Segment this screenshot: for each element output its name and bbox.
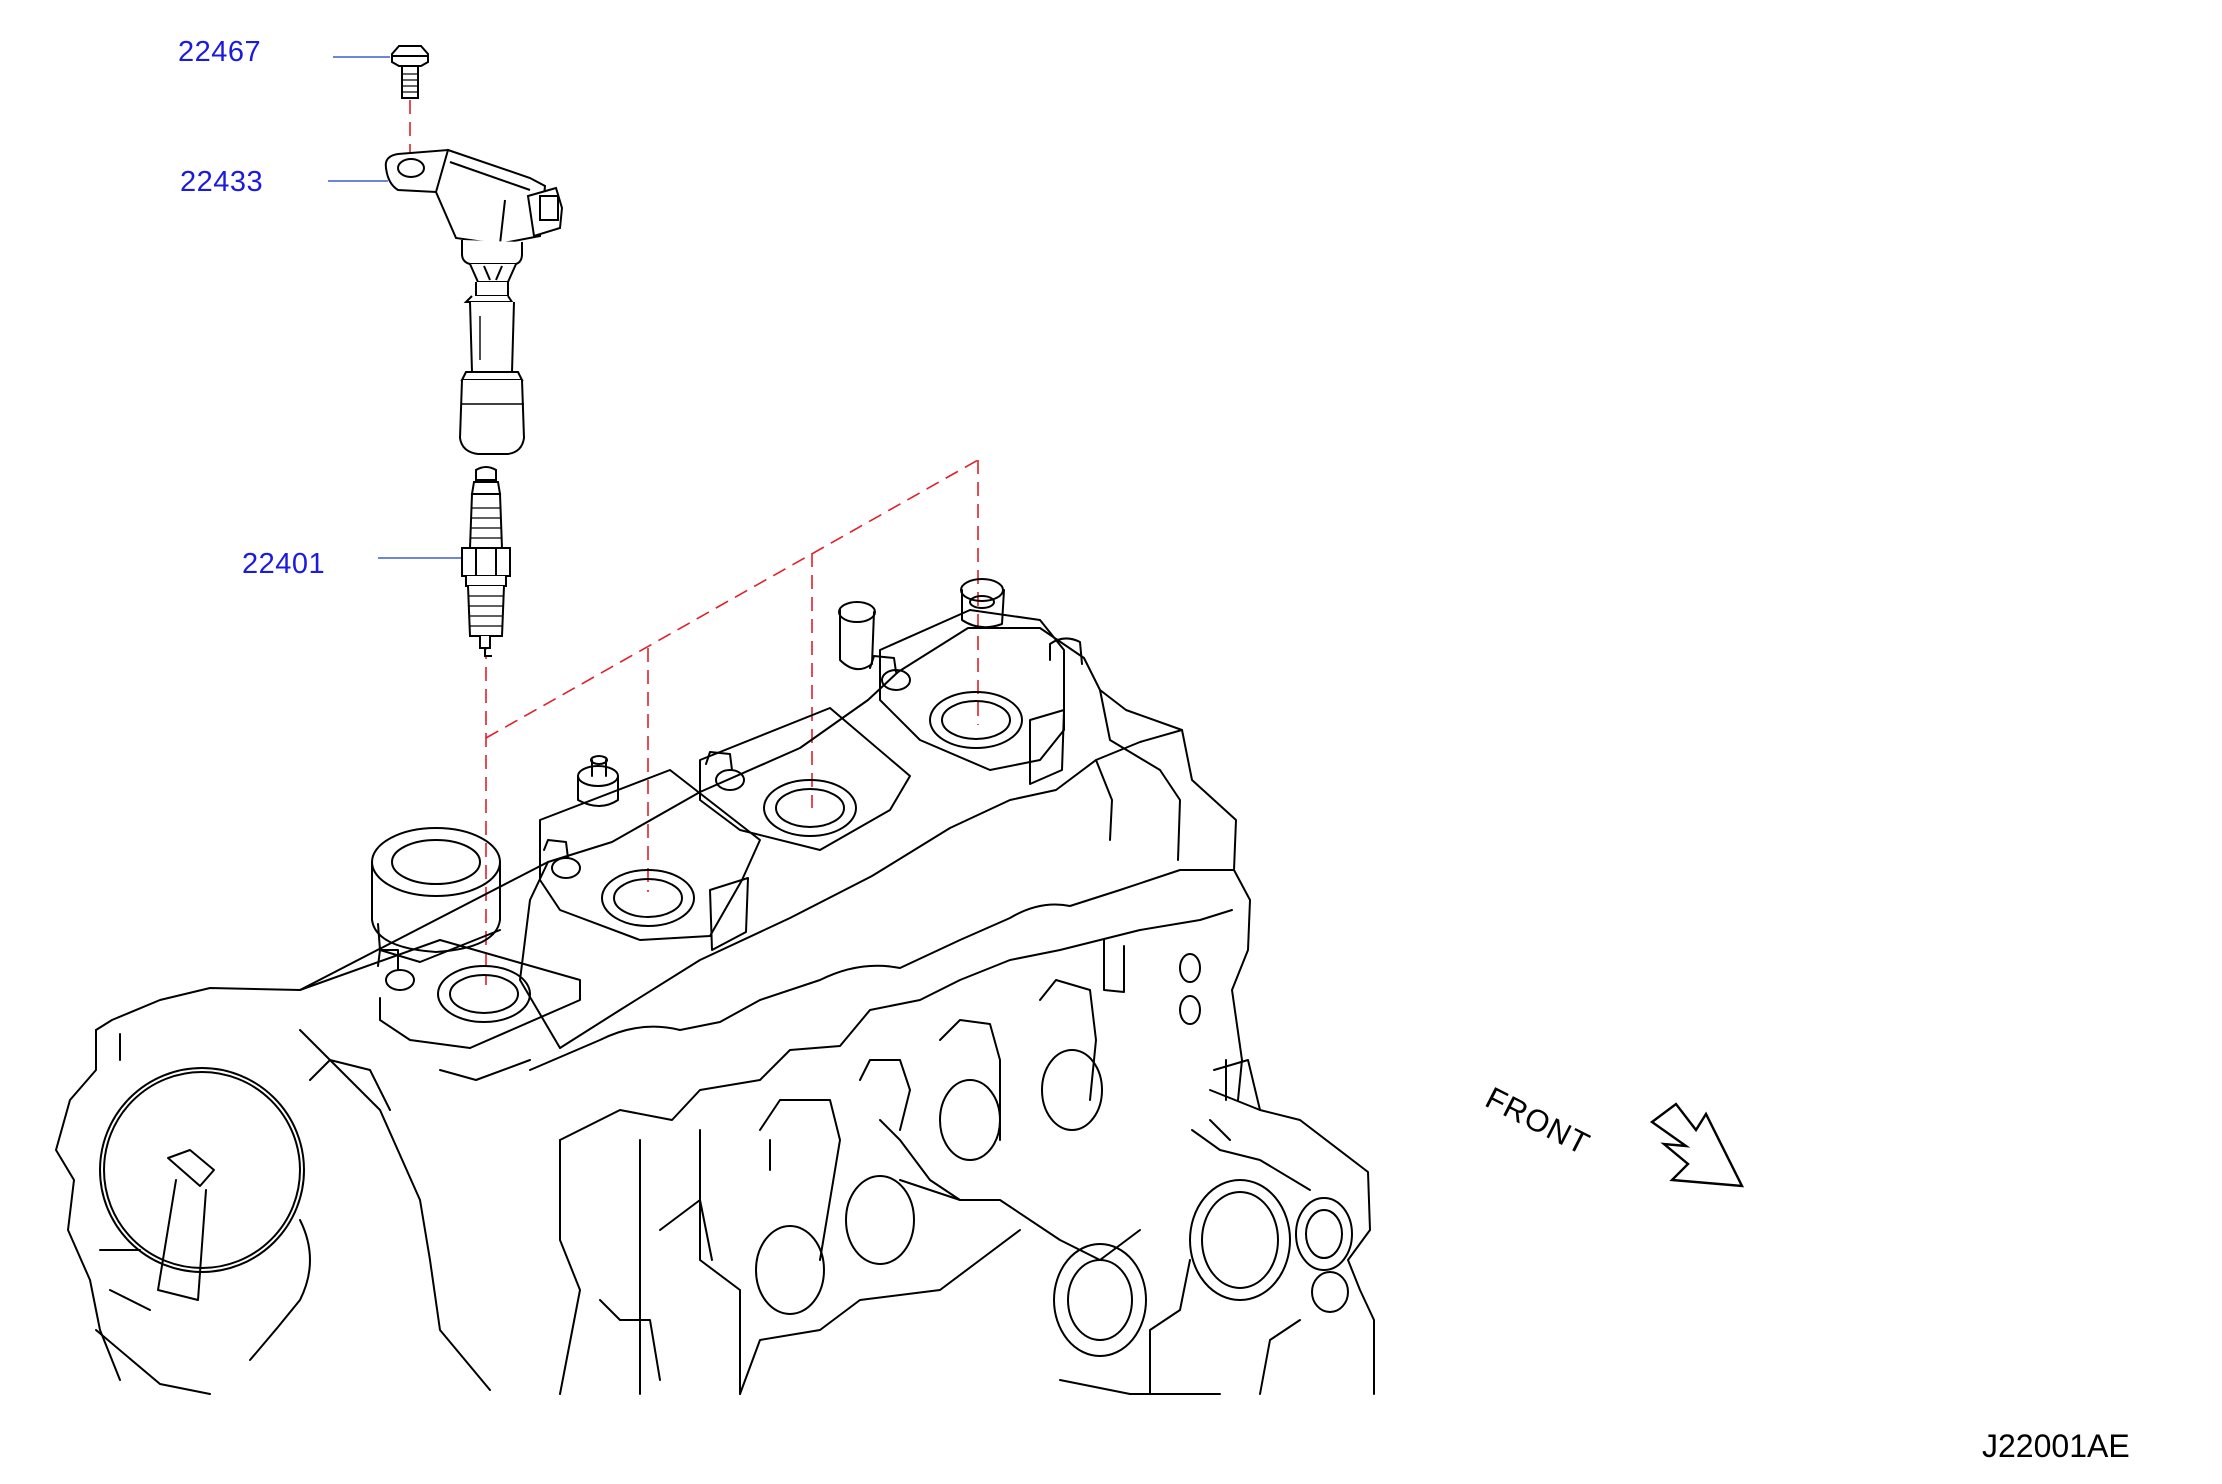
callout-22401[interactable]: 22401 (242, 548, 326, 580)
front-arrow-icon (1649, 1102, 1745, 1188)
ignition-coil-22433[interactable] (384, 148, 564, 455)
bolt-22467[interactable] (391, 45, 429, 99)
install-guide-lines (409, 100, 979, 985)
engine-cylinder-head (55, 578, 1375, 1395)
diagram-reference-code: J22001AE (1982, 1428, 2130, 1464)
leader-lines (328, 56, 466, 559)
spark-plug-22401[interactable] (461, 466, 511, 657)
guide-diagonal-rail (485, 459, 979, 739)
callout-22433[interactable]: 22433 (180, 166, 264, 198)
callout-22467[interactable]: 22467 (178, 36, 262, 68)
